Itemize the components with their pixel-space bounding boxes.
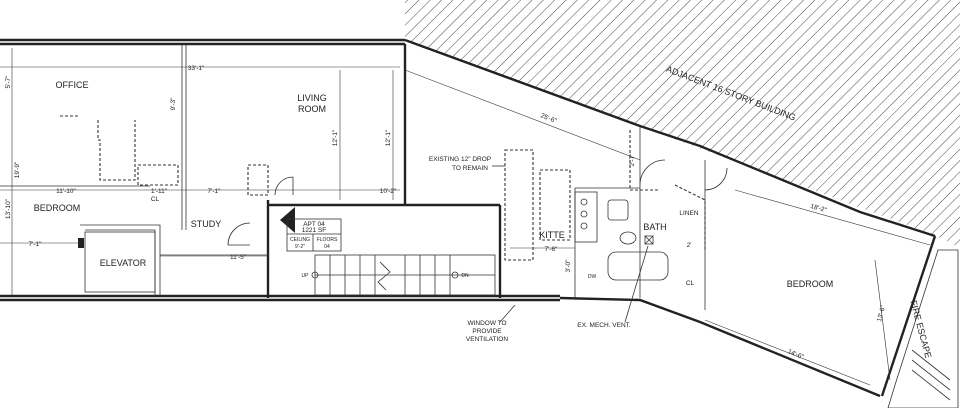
- dim-living-width: 10'-2": [380, 188, 397, 195]
- room-label-closet-right: CL: [686, 280, 695, 287]
- dim-hall-width: 7'-1": [208, 188, 222, 195]
- fire-escape: [887, 249, 959, 408]
- room-label-living-1: LIVING: [297, 93, 327, 103]
- room-label-study: STUDY: [191, 219, 222, 229]
- dimension-lines: [0, 48, 931, 386]
- dim-overall-width: 33'-1": [188, 65, 205, 72]
- doors: [227, 159, 728, 246]
- dim-office-height: 5'-7": [5, 75, 12, 89]
- apt-tag-ceiling-value: 9'-2": [295, 244, 305, 250]
- room-label-elevator: ELEVATOR: [100, 258, 147, 268]
- dimension-labels: 33'-1" 5'-7" 9'-3" 19'-9" 13'-10" 12'-1"…: [5, 65, 887, 361]
- note-stair-dn: DN: [461, 273, 469, 279]
- dim-study-width: 11'-5": [230, 254, 247, 261]
- room-label-bedroom-right: BEDROOM: [787, 279, 834, 289]
- apt-tag-floors-label: FLOORS: [317, 237, 338, 243]
- dim-kitchen-side: 3'-0": [565, 259, 572, 273]
- note-stair-up: UP: [302, 273, 310, 279]
- room-label-bath: BATH: [643, 222, 666, 232]
- dashed-outlines: [60, 115, 706, 261]
- room-label-bedroom-left: BEDROOM: [34, 203, 81, 213]
- dim-bath-height: 2'-7": [629, 153, 636, 167]
- dim-elevator-width: 7'-1": [29, 241, 43, 248]
- note-drop-line2: TO REMAIN: [452, 165, 488, 172]
- dim-bedroom-right-width: 18'-2": [809, 203, 828, 214]
- apt-tag-floors-value: 04: [324, 244, 330, 250]
- dim-office-side: 9'-3": [170, 97, 177, 111]
- dim-bedroom-width: 11'-10": [56, 188, 76, 195]
- dim-left-height-b: 13'-10": [5, 198, 12, 219]
- dim-living-height-b: 12'-1": [385, 129, 392, 146]
- apartment-tag: APT 04 1221 SF CEILING 9'-2" FLOORS 04: [280, 207, 342, 252]
- stair: [311, 254, 496, 296]
- adjacent-building-hatch: [404, 0, 960, 248]
- note-window-line3: VENTILATION: [466, 336, 508, 343]
- interior-walls: [0, 44, 706, 310]
- dim-diagonal-length: 25'-6": [540, 112, 559, 125]
- room-label-linen: LINEN: [679, 210, 698, 217]
- dim-left-height-a: 19'-9": [14, 161, 21, 178]
- dim-hall-gap: 1'-11": [151, 188, 168, 195]
- elevator-shaft: [78, 231, 156, 293]
- room-labels: OFFICE BEDROOM LIVING ROOM STUDY ELEVATO…: [34, 80, 834, 289]
- label-dishwasher: DW: [588, 274, 597, 280]
- room-label-closet-left: CL: [151, 196, 160, 203]
- apt-tag-name: APT 04: [303, 221, 325, 228]
- dim-living-height-a: 12'-1": [332, 129, 339, 146]
- room-label-office: OFFICE: [56, 80, 89, 90]
- room-label-kitchen: KITTE: [539, 230, 565, 240]
- note-drop-line1: EXISTING 12" DROP: [429, 156, 491, 163]
- room-label-living-2: ROOM: [298, 104, 326, 114]
- apt-tag-area: 1221 SF: [302, 227, 327, 234]
- note-mech-vent: EX. MECH. VENT.: [577, 322, 631, 329]
- dim-kitchen-width: 7'-6": [545, 246, 559, 253]
- apt-tag-ceiling-label: CEILING: [290, 237, 310, 243]
- fixtures: [574, 191, 669, 281]
- dim-bath-gap: 2': [687, 242, 692, 249]
- note-window-line2: PROVIDE: [472, 328, 502, 335]
- note-window-line1: WINDOW TO: [467, 320, 506, 327]
- exterior-walls: [0, 38, 937, 398]
- dim-bedroom-right-height: 13'-6": [876, 304, 887, 322]
